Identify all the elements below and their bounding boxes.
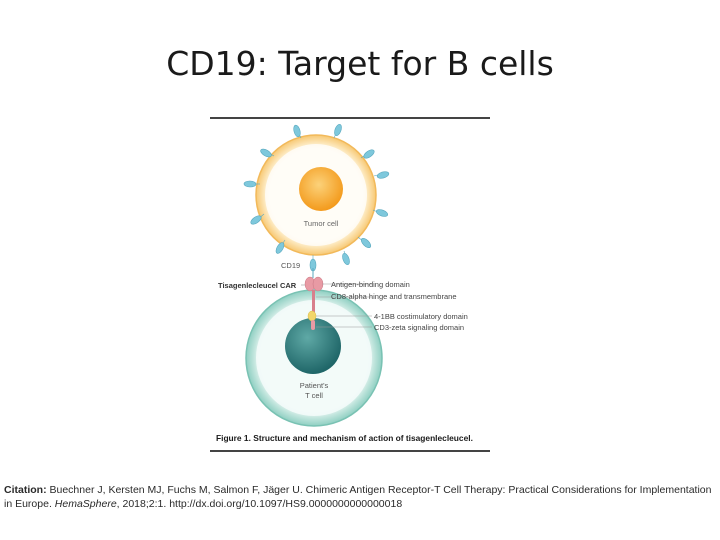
t-cell-nucleus — [285, 318, 341, 374]
receptor-icon — [275, 239, 286, 254]
slide-title: CD19: Target for B cells — [166, 44, 554, 83]
t-cell: Patient's T cell — [245, 289, 383, 427]
receptor-icon — [342, 250, 350, 266]
receptor-icon — [333, 123, 342, 139]
citation-label: Citation: — [4, 484, 47, 496]
car-construct — [304, 268, 324, 330]
citation-journal: HemaSphere — [54, 498, 117, 510]
receptor-icon — [373, 171, 390, 179]
tumor-cell-label: Tumor cell — [304, 219, 339, 228]
t-cell-label-line2: T cell — [305, 391, 323, 400]
callout-cd3-zeta: CD3-zeta signaling domain — [374, 323, 464, 332]
receptor-icon — [250, 213, 265, 225]
hinge-transmembrane — [312, 290, 315, 316]
figure-top-rule — [210, 117, 490, 119]
callout-hinge: CD8-alpha hinge and transmembrane — [331, 292, 457, 301]
receptor-icon — [260, 148, 275, 158]
receptor-icon — [243, 180, 260, 188]
cd19-label: CD19 — [281, 261, 300, 270]
callout-lines — [316, 283, 372, 328]
citation: Citation: Buechner J, Kersten MJ, Fuchs … — [4, 483, 716, 511]
t-cell-label-line1: Patient's — [300, 381, 329, 390]
receptor-icon — [372, 209, 389, 217]
car-label: Tisagenlecleucel CAR — [218, 281, 297, 290]
callout-costimulatory: 4-1BB costimulatory domain — [374, 312, 468, 321]
tumor-nucleus — [299, 167, 343, 211]
cd19-receptors — [243, 123, 390, 272]
citation-text-1: Buechner J, Kersten MJ, Fuchs M, Salmon … — [4, 484, 712, 510]
citation-text-2: , 2018;2:1. http://dx.doi.org/10.1097/HS… — [116, 498, 403, 510]
callout-antigen-binding: Antigen-binding domain — [331, 280, 410, 289]
figure-bottom-rule — [210, 450, 490, 452]
figure-caption: Figure 1. Structure and mechanism of act… — [216, 433, 473, 443]
receptor-icon — [360, 149, 375, 159]
costimulatory-domain — [307, 310, 317, 322]
receptor-icon — [293, 124, 302, 139]
tumor-cell: Tumor cell — [255, 134, 377, 256]
receptor-icon — [357, 236, 372, 249]
cd3-zeta-domain — [311, 320, 315, 330]
